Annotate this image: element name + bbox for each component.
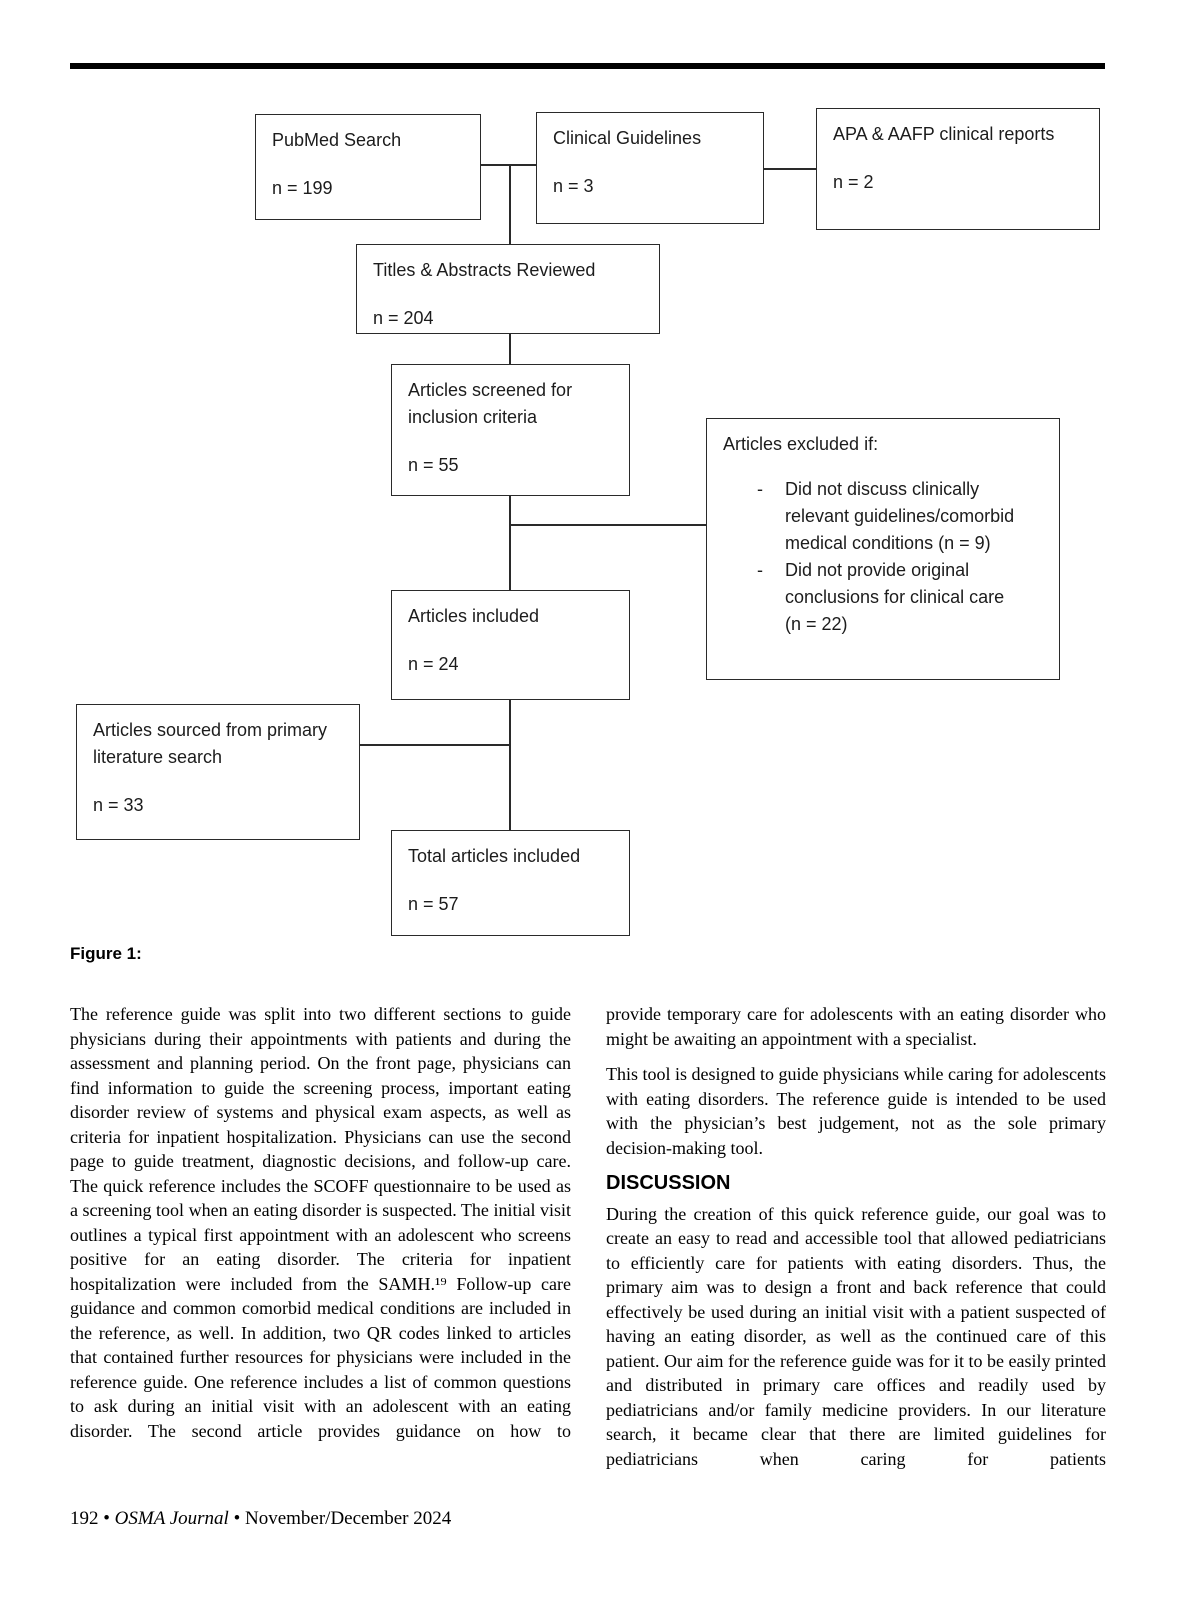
flow-box-titles-abstracts-count: n = 204 xyxy=(373,308,434,328)
excluded-bullet-1: - Did not discuss clinically relevant gu… xyxy=(757,476,1035,557)
connector-down-to-titles xyxy=(509,164,511,244)
right-paragraph-2: This tool is designed to guide physician… xyxy=(606,1064,1106,1158)
flow-box-screened-count: n = 55 xyxy=(408,455,459,475)
flow-box-clinical-guidelines-title: Clinical Guidelines xyxy=(553,128,702,148)
flow-box-apa-aafp-title: APA & AAFP clinical reports xyxy=(833,124,1055,144)
excluded-bullet-1-text: Did not discuss clinically relevant guid… xyxy=(785,479,1015,553)
flow-box-clinical-guidelines-count: n = 3 xyxy=(553,176,594,196)
flow-box-titles-abstracts: Titles & Abstracts Reviewed n = 204 xyxy=(356,244,660,334)
flow-box-total-count: n = 57 xyxy=(408,894,459,914)
flow-box-clinical-guidelines: Clinical Guidelines n = 3 xyxy=(536,112,764,224)
flow-box-pubmed: PubMed Search n = 199 xyxy=(255,114,481,220)
flow-box-included-title: Articles included xyxy=(408,606,540,626)
flow-box-pubmed-title: PubMed Search xyxy=(272,130,402,150)
flow-box-total: Total articles included n = 57 xyxy=(391,830,630,936)
footer-page-number: 192 • xyxy=(70,1508,115,1529)
flow-box-included: Articles included n = 24 xyxy=(391,590,630,700)
flow-box-included-count: n = 24 xyxy=(408,654,459,674)
footer-issue: • November/December 2024 xyxy=(228,1508,452,1529)
flow-box-apa-aafp: APA & AAFP clinical reports n = 2 xyxy=(816,108,1100,230)
connector-titles-screened xyxy=(509,334,511,364)
figure-1-flowchart: PubMed Search n = 199 Clinical Guideline… xyxy=(76,108,1100,936)
flow-box-titles-abstracts-title: Titles & Abstracts Reviewed xyxy=(373,260,596,280)
flow-box-sourced: Articles sourced from primary literature… xyxy=(76,704,360,840)
connector-pubmed-clinical xyxy=(481,164,536,166)
flow-box-total-title: Total articles included xyxy=(408,846,581,866)
bullet-dash: - xyxy=(757,560,763,580)
connector-clinical-apa xyxy=(764,168,816,170)
flow-box-excluded-title: Articles excluded if: xyxy=(723,434,879,454)
connector-screened-included xyxy=(509,496,511,590)
flow-box-sourced-count: n = 33 xyxy=(93,795,144,815)
connector-included-total xyxy=(509,700,511,830)
page-footer: 192 • OSMA Journal • November/December 2… xyxy=(70,1508,451,1530)
top-rule xyxy=(70,63,1105,69)
flow-box-screened-title: Articles screened for inclusion criteria xyxy=(408,380,573,427)
right-paragraph-1: provide temporary care for adolescents w… xyxy=(606,1004,1106,1049)
left-paragraph: The reference guide was split into two d… xyxy=(70,1004,571,1441)
excluded-bullet-2-text: Did not provide original conclusions for… xyxy=(785,560,1005,634)
flow-box-sourced-title: Articles sourced from primary literature… xyxy=(93,720,328,767)
discussion-heading: DISCUSSION xyxy=(606,1172,731,1194)
body-left-column: The reference guide was split into two d… xyxy=(70,1002,571,1443)
flow-box-apa-aafp-count: n = 2 xyxy=(833,172,874,192)
flow-box-excluded-bullets: - Did not discuss clinically relevant gu… xyxy=(723,476,1043,638)
flow-box-pubmed-count: n = 199 xyxy=(272,178,333,198)
footer-journal-name: OSMA Journal xyxy=(114,1508,229,1529)
excluded-bullet-2: - Did not provide original conclusions f… xyxy=(757,557,1035,638)
figure-caption: Figure 1: xyxy=(70,944,142,963)
flow-box-screened: Articles screened for inclusion criteria… xyxy=(391,364,630,496)
body-right-column: provide temporary care for adolescents w… xyxy=(606,1002,1106,1471)
right-paragraph-3: During the creation of this quick refere… xyxy=(606,1203,1106,1469)
connector-branch-sourced xyxy=(360,744,510,746)
bullet-dash: - xyxy=(757,479,763,499)
flow-box-excluded: Articles excluded if: - Did not discuss … xyxy=(706,418,1060,680)
connector-branch-excluded xyxy=(510,524,706,526)
